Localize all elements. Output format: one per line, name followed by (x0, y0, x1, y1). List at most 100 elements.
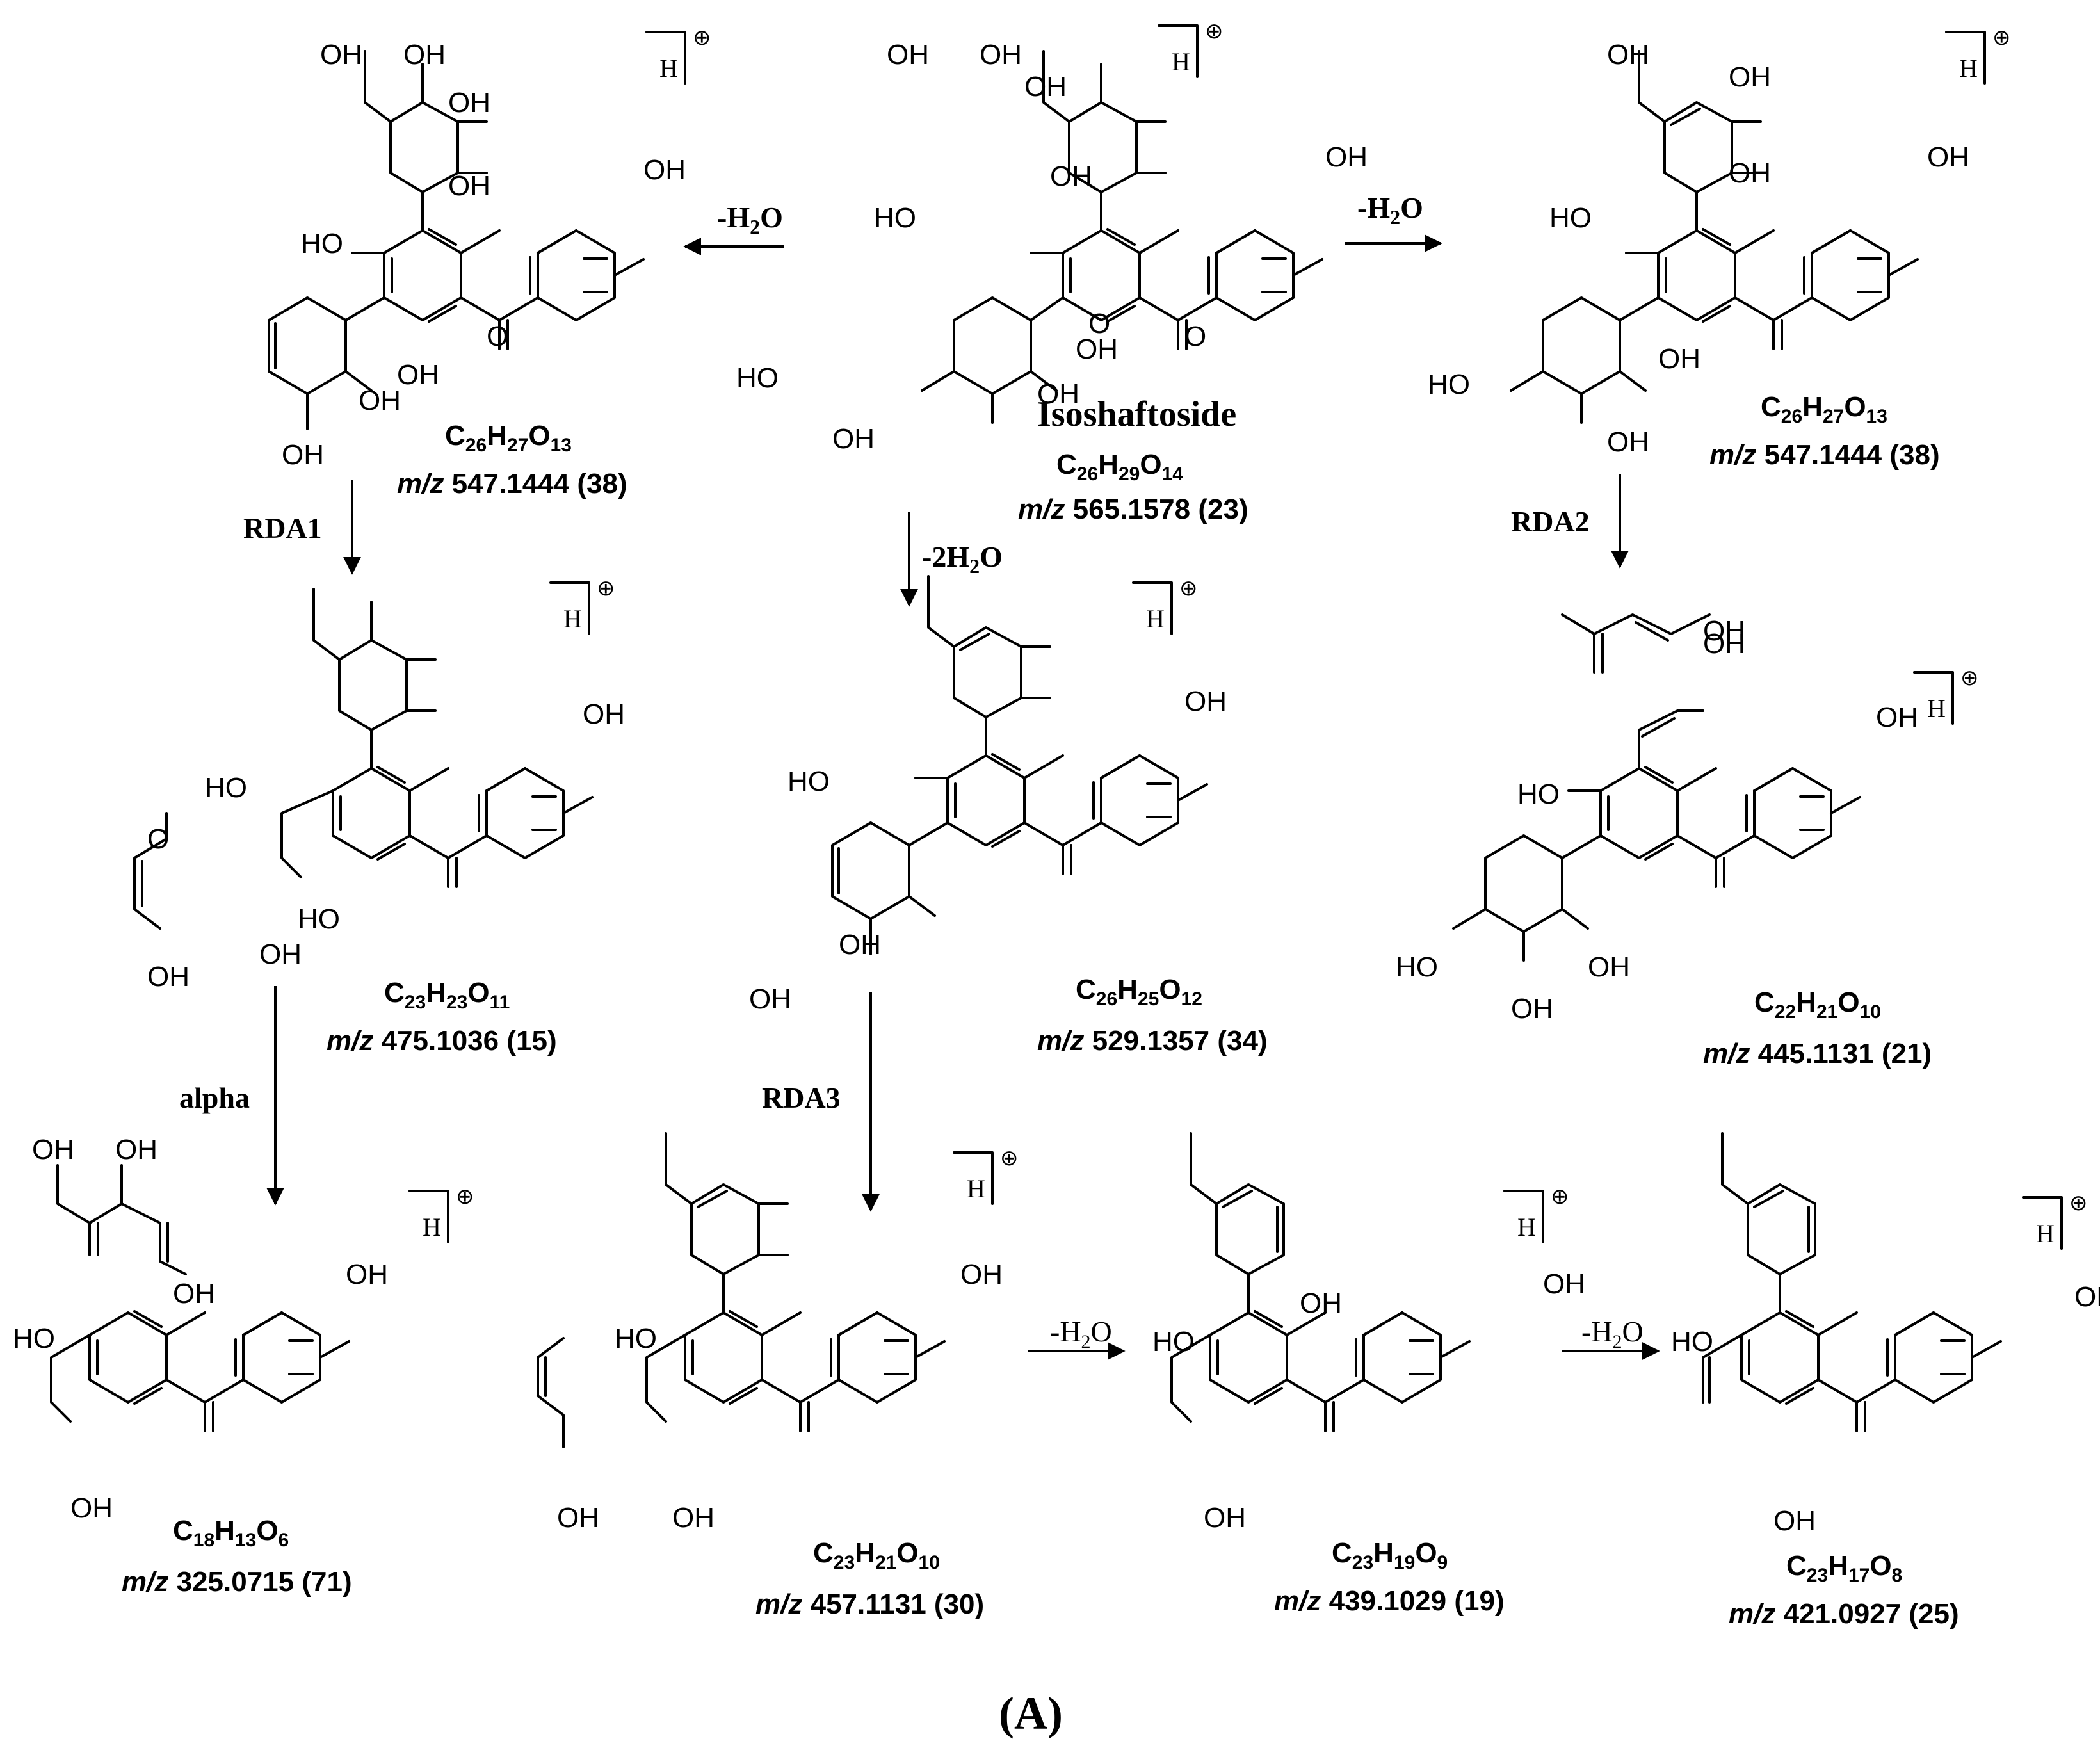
svg-text:OH: OH (359, 385, 401, 416)
svg-text:⊕: ⊕ (1992, 25, 2011, 51)
rda2-formula: C22H21O10 (1754, 987, 1881, 1023)
svg-text:OH: OH (282, 439, 324, 471)
svg-text:OH: OH (1658, 343, 1700, 375)
svg-text:H: H (1927, 694, 1946, 723)
svg-text:⊕: ⊕ (1000, 1145, 1019, 1171)
structure-alpha-product (50, 1164, 350, 1432)
right-formula: C26H27O13 (1761, 391, 1887, 427)
reaction-arrows (266, 234, 1660, 1360)
step-rda2: RDA2 (1511, 505, 1590, 538)
structure-rda3-dehydrated (1170, 1132, 1471, 1432)
svg-text:OH: OH (1588, 951, 1630, 983)
rda2-mz: m/z 445.1131 (21) (1703, 1038, 1932, 1069)
svg-text:OH: OH (1300, 1288, 1342, 1319)
svg-text:OH: OH (448, 170, 490, 202)
svg-text:OH: OH (980, 39, 1022, 70)
svg-text:H: H (563, 604, 582, 633)
svg-text:⊕: ⊕ (693, 25, 711, 51)
svg-text:H: H (1146, 604, 1165, 633)
svg-text:HO: HO (1152, 1326, 1195, 1357)
svg-text:OH: OH (583, 699, 625, 730)
svg-text:H: H (1172, 47, 1190, 76)
svg-text:OH: OH (1729, 158, 1771, 189)
rda3-double-dehydrated-formula: C23H17O8 (1786, 1550, 1902, 1586)
structure-left-dehydrated (268, 50, 645, 430)
svg-text:OH: OH (1204, 1502, 1246, 1534)
left-formula: C26H27O13 (445, 420, 572, 456)
svg-text:HO: HO (1396, 951, 1438, 983)
svg-text:OH: OH (887, 39, 929, 70)
svg-text:OH: OH (346, 1259, 388, 1290)
rda3-dehydrated-formula: C23H19O9 (1332, 1537, 1448, 1573)
rda1-mz: m/z 475.1036 (15) (327, 1025, 557, 1056)
svg-text:⊕: ⊕ (1205, 19, 1224, 44)
rda1-formula: C23H23O11 (384, 977, 510, 1013)
svg-text:OH: OH (1703, 615, 1745, 647)
protonation-markers: H⊕ H⊕ H⊕ H⊕ H⊕ H⊕ H⊕ H⊕ H⊕ H⊕ (408, 19, 2088, 1250)
svg-text:H: H (1517, 1213, 1536, 1242)
structure-rda3-double-dehydrated (1702, 1132, 2002, 1432)
svg-text:OH: OH (1703, 628, 1745, 660)
alpha-mz: m/z 325.0715 (71) (122, 1566, 352, 1598)
svg-text:OH: OH (1325, 142, 1368, 173)
svg-text:HO: HO (298, 903, 340, 935)
svg-text:OH: OH (1050, 161, 1092, 192)
svg-text:OH: OH (557, 1502, 599, 1534)
step-labels: -H2O -H2O -2H2O RDA1 RDA2 alpha RDA3 -H2… (179, 191, 1644, 1352)
svg-text:HO: HO (205, 772, 247, 804)
svg-text:OH: OH (1607, 39, 1649, 70)
compound-captions: Isoshaftoside C26H29O14 m/z 565.1578 (23… (122, 391, 1959, 1630)
double-dehydrated-formula: C26H25O12 (1076, 974, 1202, 1010)
svg-text:⊕: ⊕ (456, 1184, 474, 1210)
svg-text:⊕: ⊕ (597, 576, 615, 601)
step-rda1: RDA1 (243, 512, 322, 544)
svg-text:OH: OH (173, 1278, 215, 1309)
svg-text:OH: OH (2074, 1281, 2100, 1313)
structure-rda2-product (1452, 613, 1861, 962)
svg-text:OH: OH (832, 423, 875, 455)
svg-text:HO: HO (1671, 1326, 1713, 1357)
svg-text:O: O (487, 321, 508, 352)
svg-text:HO: HO (301, 228, 343, 259)
svg-text:OH: OH (397, 359, 439, 391)
step-rda3-loss-h2o: -H2O (1050, 1315, 1112, 1352)
svg-text:OH: OH (115, 1134, 158, 1165)
double-dehydrated-mz: m/z 529.1357 (34) (1037, 1025, 1268, 1056)
svg-text:OH: OH (960, 1259, 1003, 1290)
svg-text:⊕: ⊕ (1960, 665, 1979, 691)
svg-text:OH: OH (1024, 71, 1067, 102)
svg-text:HO: HO (615, 1323, 657, 1354)
svg-text:H: H (423, 1213, 441, 1242)
structure-rda3-product (537, 1132, 946, 1448)
step-loss-h2o-right: -H2O (1357, 191, 1423, 229)
svg-text:H: H (967, 1174, 985, 1203)
svg-text:O: O (147, 823, 169, 855)
parent-name: Isoshaftoside (1037, 394, 1236, 434)
svg-text:HO: HO (788, 766, 830, 797)
svg-text:OH: OH (403, 39, 446, 70)
step-rda3: RDA3 (762, 1081, 841, 1114)
svg-text:O: O (1088, 308, 1110, 339)
svg-text:OH: OH (1773, 1505, 1816, 1537)
svg-text:O: O (1184, 321, 1206, 352)
svg-text:OH: OH (1076, 334, 1118, 365)
parent-formula: C26H29O14 (1056, 449, 1183, 485)
svg-text:⊕: ⊕ (1551, 1184, 1569, 1210)
svg-text:OH: OH (32, 1134, 74, 1165)
rda3-mz: m/z 457.1131 (30) (755, 1589, 984, 1620)
step-rda3-loss-h2o-2: -H2O (1581, 1315, 1644, 1352)
svg-text:⊕: ⊕ (2069, 1190, 2088, 1216)
svg-text:OH: OH (1511, 993, 1553, 1024)
svg-text:OH: OH (70, 1493, 113, 1524)
svg-text:OH: OH (1037, 378, 1079, 410)
rda3-double-dehydrated-mz: m/z 421.0927 (25) (1729, 1598, 1959, 1630)
svg-text:H: H (659, 54, 678, 83)
svg-text:HO: HO (736, 362, 779, 394)
svg-text:OH: OH (320, 39, 362, 70)
step-loss-h2o-left: -H2O (717, 201, 783, 238)
svg-text:OH: OH (1729, 61, 1771, 93)
svg-text:H: H (2036, 1219, 2055, 1248)
rda3-dehydrated-mz: m/z 439.1029 (19) (1274, 1585, 1505, 1617)
svg-text:OH: OH (259, 939, 302, 970)
